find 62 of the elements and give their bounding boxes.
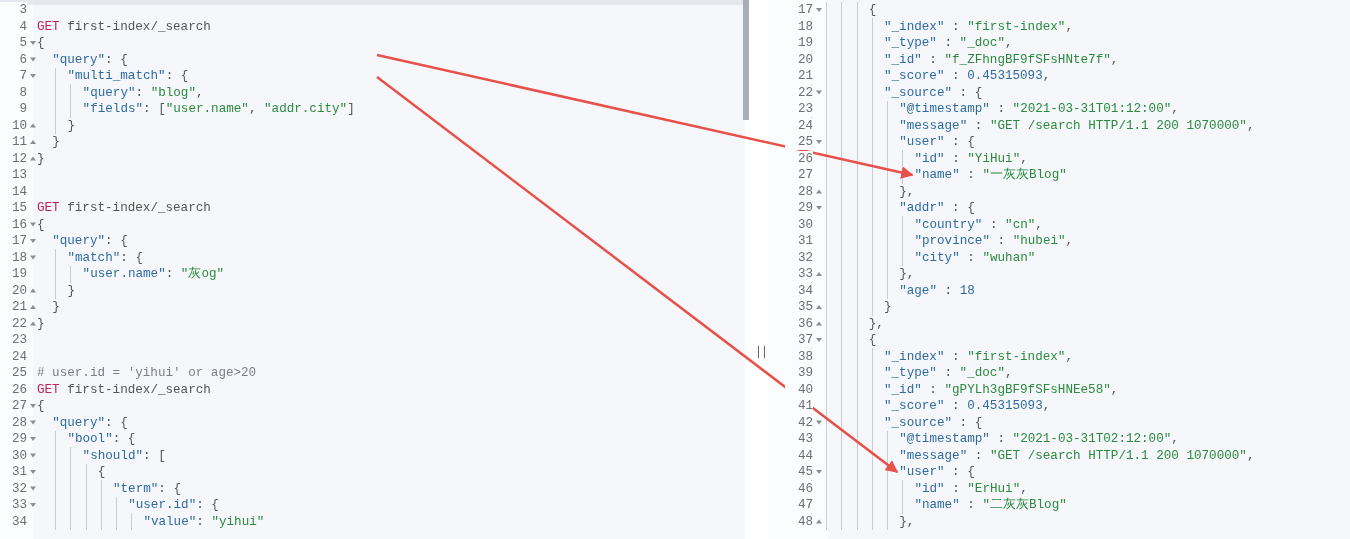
code-line: } bbox=[37, 150, 45, 167]
code-line: "_source" : { bbox=[884, 84, 983, 101]
code-line: "_source" : { bbox=[884, 414, 983, 431]
code-line: { bbox=[868, 332, 877, 348]
code-line: } bbox=[52, 299, 60, 315]
code-line: "user.id": { bbox=[128, 497, 219, 513]
code-line: { bbox=[37, 35, 45, 51]
code-line: "@timestamp" : "2021-03-31T02:12:00", bbox=[899, 431, 1179, 447]
code-line: "user" : { bbox=[899, 464, 975, 480]
code-line: "id" : "ErHui", bbox=[914, 480, 1028, 497]
code-line: "query": { bbox=[52, 233, 128, 249]
code-line: "name" : "一灰灰Blog" bbox=[914, 167, 1067, 183]
code-line: { bbox=[868, 2, 877, 18]
code-line: "_type" : "_doc", bbox=[884, 35, 1013, 51]
code-line: }, bbox=[868, 315, 884, 332]
arrow bbox=[376, 53, 914, 179]
code-line: "user.name": "灰og" bbox=[82, 266, 225, 282]
code-line: "term": { bbox=[113, 480, 182, 497]
code-line: "city" : "wuhan" bbox=[914, 249, 1036, 266]
code-line: "_id" : "gPYLh3gBF9fSFsHNEe58", bbox=[884, 381, 1119, 398]
code-line: { bbox=[37, 216, 45, 233]
code-line: "user" : { bbox=[899, 134, 975, 150]
code-line: "@timestamp" : "2021-03-31T01:12:00", bbox=[899, 101, 1179, 117]
code-line: } bbox=[37, 315, 45, 332]
code-line: "value": "yihui" bbox=[143, 513, 265, 530]
code-line: "age" : 18 bbox=[899, 282, 975, 299]
code-line: { bbox=[97, 464, 106, 480]
code-line: }, bbox=[899, 183, 915, 200]
code-line: "_index" : "first-index", bbox=[884, 348, 1073, 365]
code-line: "country" : "cn", bbox=[914, 216, 1043, 233]
code-line: "query": "blog", bbox=[82, 84, 204, 101]
code-line: "multi_match": { bbox=[67, 68, 189, 84]
code-line: } bbox=[52, 134, 60, 150]
code-line: # user.id = 'yihui' or age>20 bbox=[37, 365, 257, 381]
code-line: "match": { bbox=[67, 249, 143, 266]
code-line: "fields": ["user.name", "addr.city"] bbox=[82, 101, 355, 117]
code-line: } bbox=[884, 299, 892, 315]
code-line: "name" : "二灰灰Blog" bbox=[914, 497, 1067, 513]
code-line: "should": [ bbox=[82, 447, 166, 464]
code-line: "_score" : 0.45315093, bbox=[884, 68, 1051, 84]
code-line: GET first-index/_search bbox=[37, 381, 211, 398]
code-line: }, bbox=[899, 513, 915, 530]
code-line: "province" : "hubei", bbox=[914, 233, 1074, 249]
code-line: }, bbox=[899, 266, 915, 282]
code-line: "bool": { bbox=[67, 431, 136, 447]
code-line: "message" : "GET /search HTTP/1.1 200 1070000", bbox=[899, 447, 1255, 464]
code-line: "id" : "YiHui", bbox=[914, 150, 1028, 167]
code-line: "query": { bbox=[52, 414, 128, 431]
code-line: "_id" : "f_ZFhngBF9fSFsHNte7f", bbox=[884, 51, 1119, 68]
code-line: "query": { bbox=[52, 51, 128, 68]
code-line: } bbox=[67, 117, 75, 134]
code-line: { bbox=[37, 398, 45, 414]
code-line: } bbox=[67, 282, 75, 299]
code-line: "addr" : { bbox=[899, 200, 975, 216]
code-line: "message" : "GET /search HTTP/1.1 200 1070000", bbox=[899, 117, 1255, 134]
code-line: "_score" : 0.45315093, bbox=[884, 398, 1051, 414]
line-number: 25 bbox=[785, 134, 813, 150]
code-line: "_type" : "_doc", bbox=[884, 365, 1013, 381]
code-line: GET first-index/_search bbox=[37, 200, 211, 216]
arrow bbox=[376, 76, 899, 473]
code-line: GET first-index/_search bbox=[37, 18, 211, 35]
code-line: "_index" : "first-index", bbox=[884, 18, 1073, 35]
